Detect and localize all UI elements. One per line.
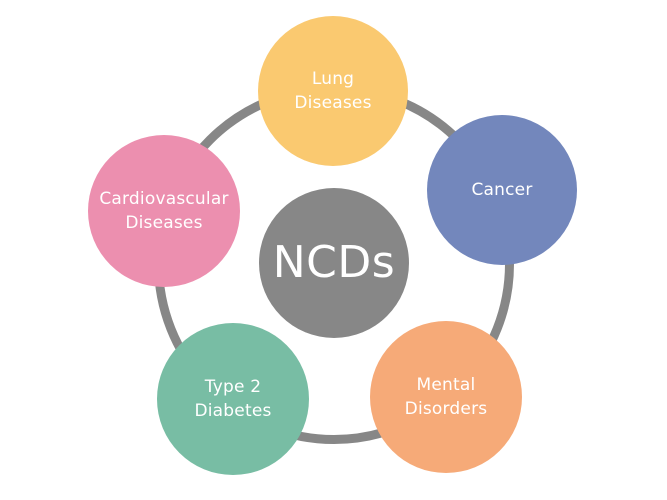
node-lung-diseases: Lung Diseases — [258, 16, 408, 166]
center-label: NCDs — [272, 237, 396, 288]
node-label-line: Diabetes — [194, 401, 272, 421]
node-label-line: Mental — [416, 375, 476, 395]
node-cardiovascular-diseases: Cardiovascular Diseases — [88, 135, 240, 287]
node-label-line: Diseases — [125, 213, 203, 233]
node-label-line: Diseases — [294, 93, 372, 113]
center-ncds-circle: NCDs — [259, 188, 409, 338]
node-type-2-diabetes: Type 2 Diabetes — [157, 323, 309, 475]
node-label-line: Cancer — [471, 180, 533, 200]
node-label-line: Type 2 — [204, 377, 262, 397]
node-mental-disorders: Mental Disorders — [370, 321, 522, 473]
node-label-line: Disorders — [404, 399, 488, 419]
node-label-line: Cardiovascular — [99, 189, 229, 209]
node-label-line: Lung — [311, 69, 355, 89]
node-cancer: Cancer — [427, 115, 577, 265]
